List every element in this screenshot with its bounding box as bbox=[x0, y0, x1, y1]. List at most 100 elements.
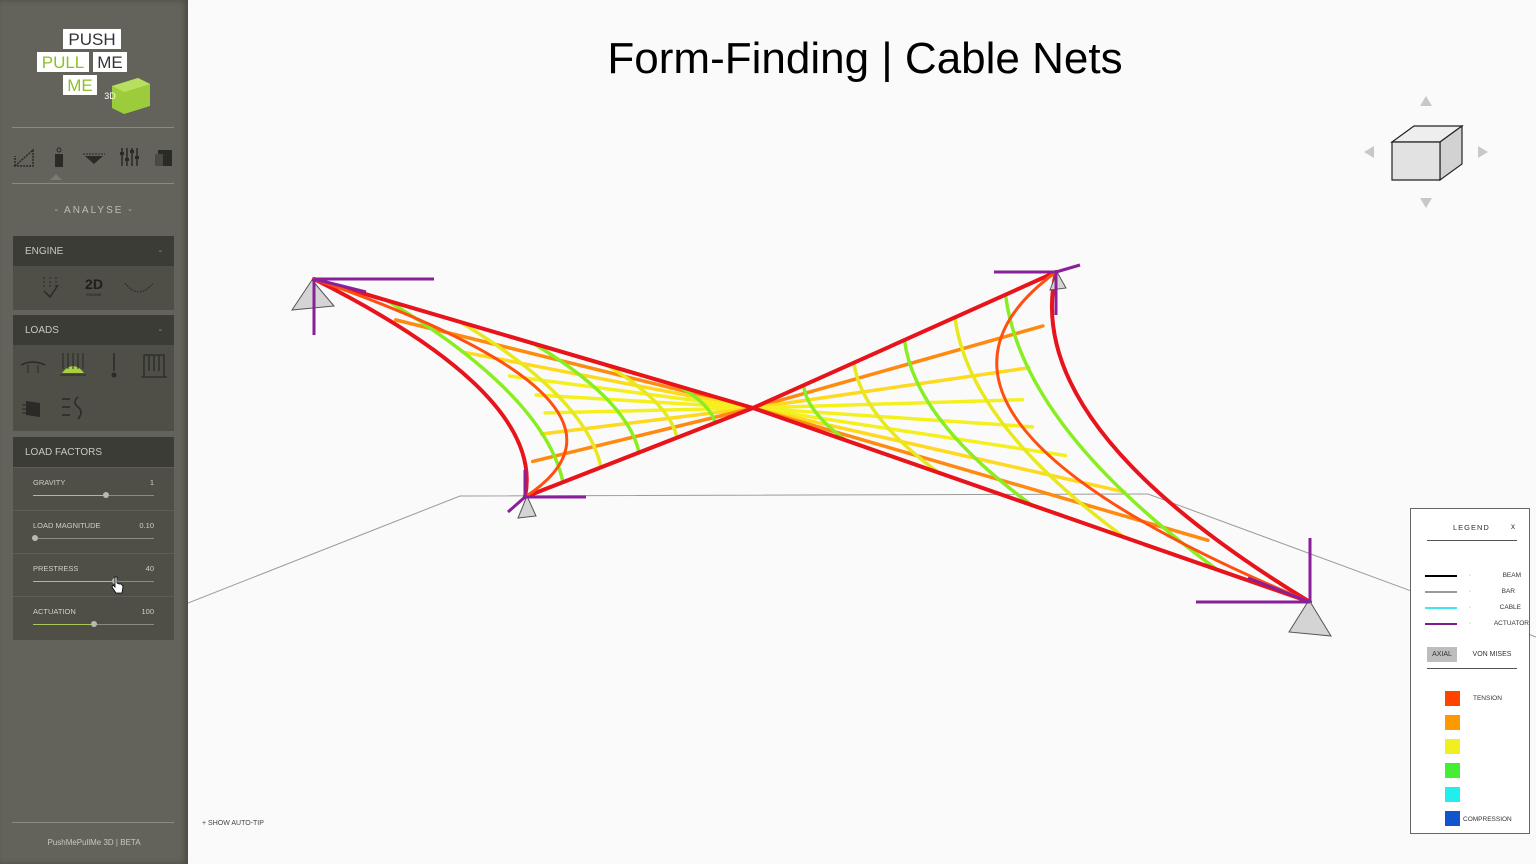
legend-mode-divider bbox=[1427, 668, 1517, 669]
cable-line-swatch bbox=[1425, 607, 1457, 609]
actuator-line-swatch bbox=[1425, 623, 1457, 625]
show-auto-tip-link[interactable]: + SHOW AUTO-TIP bbox=[202, 820, 264, 827]
rotate-right-arrow-icon[interactable] bbox=[1478, 146, 1488, 158]
mode-label: - ANALYSE - bbox=[54, 205, 134, 216]
pushmepullme-logo: PUSH PULL ME ME 3D bbox=[35, 27, 150, 114]
loads-panel-header[interactable]: LOADS - bbox=[13, 315, 174, 345]
mouse-cursor-icon bbox=[111, 576, 124, 594]
support-node-bottom-right bbox=[1288, 599, 1332, 637]
von-mises-mode-button[interactable]: VON MISES bbox=[1472, 651, 1512, 658]
prestress-slider[interactable] bbox=[33, 578, 154, 584]
right-lobe-ring-cable bbox=[953, 315, 1127, 540]
gravity-slider-knob[interactable] bbox=[102, 492, 109, 498]
svg-text:PUSH: PUSH bbox=[68, 30, 115, 49]
single-load-button[interactable] bbox=[99, 351, 129, 381]
right-lobe-radial-cable bbox=[751, 406, 1035, 429]
load-magnitude-label: LOAD MAGNITUDE bbox=[33, 521, 101, 530]
legend-close-button[interactable]: x bbox=[1511, 522, 1515, 531]
left-lobe-radial-cable bbox=[460, 350, 755, 410]
engine-collapse-toggle[interactable]: - bbox=[158, 245, 162, 257]
export-icon bbox=[155, 150, 172, 166]
actuation-slider-knob[interactable] bbox=[90, 621, 97, 627]
gravity-solver-icon bbox=[42, 277, 59, 299]
main-toolbar bbox=[10, 140, 178, 174]
loads-collapse-toggle[interactable]: - bbox=[158, 324, 162, 336]
beam-label: BEAM bbox=[1502, 572, 1521, 579]
legend-element-actuator: ◦ ACTUATOR bbox=[1425, 618, 1529, 630]
svg-text:ME: ME bbox=[97, 53, 123, 72]
gravity-solver-button[interactable] bbox=[35, 272, 65, 302]
actuation-value: 100 bbox=[141, 607, 154, 616]
cable-label: CABLE bbox=[1499, 604, 1521, 611]
sidebar: PUSH PULL ME ME 3D - ANALYSE - ENGINE - bbox=[0, 0, 188, 864]
ground-plane bbox=[188, 493, 1536, 638]
distributed-load-button[interactable] bbox=[58, 351, 88, 381]
frame-load-button[interactable] bbox=[139, 351, 169, 381]
loads-panel: LOADS - bbox=[13, 315, 174, 431]
rotate-left-arrow-icon[interactable] bbox=[1364, 146, 1374, 158]
wind-load-icon bbox=[22, 401, 40, 417]
load-magnitude-slider-row: LOAD MAGNITUDE 0.10 bbox=[13, 510, 174, 553]
load-magnitude-value: 0.10 bbox=[139, 521, 154, 530]
3d-viewport[interactable] bbox=[188, 0, 1536, 864]
app-footer: PushMePullMe 3D | BETA bbox=[47, 838, 141, 847]
single-load-icon bbox=[111, 353, 117, 378]
legend-element-beam: ◦ BEAM bbox=[1425, 570, 1525, 582]
point-load-button[interactable] bbox=[18, 351, 48, 381]
prestress-slider-row: PRESTRESS 40 bbox=[13, 553, 174, 596]
svg-text:ME: ME bbox=[67, 76, 93, 95]
support-node-top-right bbox=[1049, 270, 1067, 291]
legend-element-bar: ◦ BAR bbox=[1425, 586, 1525, 598]
left-lobe-ring-cable bbox=[531, 341, 641, 455]
snow-load-button[interactable] bbox=[58, 393, 88, 423]
svg-text:2D: 2D bbox=[85, 276, 103, 292]
compression-label: COMPRESSION bbox=[1463, 816, 1512, 823]
geometry-tool-button[interactable] bbox=[10, 143, 38, 171]
2d-engine-icon: 2D ENGINE bbox=[85, 276, 103, 297]
support-node-bottom-left bbox=[517, 494, 537, 519]
catenary-button[interactable] bbox=[123, 272, 153, 302]
load-magnitude-slider-knob[interactable] bbox=[32, 535, 39, 541]
gravity-slider-row: GRAVITY 1 bbox=[13, 467, 174, 510]
engine-panel-header[interactable]: ENGINE - bbox=[13, 236, 174, 266]
point-load-icon bbox=[20, 361, 46, 373]
axial-mode-button[interactable]: AXIAL bbox=[1427, 647, 1457, 662]
catenary-icon bbox=[124, 282, 153, 293]
load-factors-panel-title: LOAD FACTORS bbox=[25, 446, 103, 458]
2d-engine-button[interactable]: 2D ENGINE bbox=[79, 272, 109, 302]
rotate-up-arrow-icon[interactable] bbox=[1420, 96, 1432, 106]
engine-panel: ENGINE - 2D ENGINE bbox=[13, 236, 174, 310]
logo-divider bbox=[12, 127, 174, 128]
gravity-value: 1 bbox=[149, 478, 154, 487]
supports-icon bbox=[55, 147, 63, 167]
loads-tool-button[interactable] bbox=[80, 143, 108, 171]
left-lobe-ring-cable bbox=[385, 298, 565, 484]
export-tool-button[interactable] bbox=[150, 143, 178, 171]
tension-swatch bbox=[1445, 691, 1460, 706]
high-tension-swatch bbox=[1445, 715, 1460, 730]
right-lobe-ring-cable bbox=[852, 360, 941, 475]
load-magnitude-slider[interactable] bbox=[32, 535, 154, 541]
right-lobe-ring-cable bbox=[801, 383, 848, 443]
cable-net-model bbox=[312, 270, 1312, 604]
actuation-slider[interactable] bbox=[33, 621, 154, 627]
right-lobe-radial-cable bbox=[751, 324, 1045, 410]
left-lobe-ring-cable bbox=[604, 363, 679, 440]
low-compression-swatch bbox=[1445, 787, 1460, 802]
load-factors-panel-header[interactable]: LOAD FACTORS bbox=[13, 437, 174, 467]
right-lobe-ring-cable bbox=[902, 338, 1034, 507]
left-lobe-radial-cable bbox=[534, 393, 755, 410]
right-lobe-ring-cable bbox=[1003, 292, 1219, 572]
frame-load-icon bbox=[141, 354, 167, 378]
supports-tool-button[interactable] bbox=[45, 143, 73, 171]
view-cube-icon[interactable] bbox=[1390, 124, 1464, 182]
left-lobe-radial-cable bbox=[539, 406, 755, 436]
loads-panel-title: LOADS bbox=[25, 324, 59, 336]
wind-load-button[interactable] bbox=[18, 393, 48, 423]
loads-icon bbox=[83, 153, 105, 164]
rotate-down-arrow-icon[interactable] bbox=[1420, 198, 1432, 208]
legend-title: LEGEND bbox=[1453, 523, 1490, 532]
page-title: Form-Finding | Cable Nets bbox=[607, 34, 1123, 83]
gravity-slider[interactable] bbox=[33, 492, 154, 498]
settings-tool-button[interactable] bbox=[115, 143, 143, 171]
